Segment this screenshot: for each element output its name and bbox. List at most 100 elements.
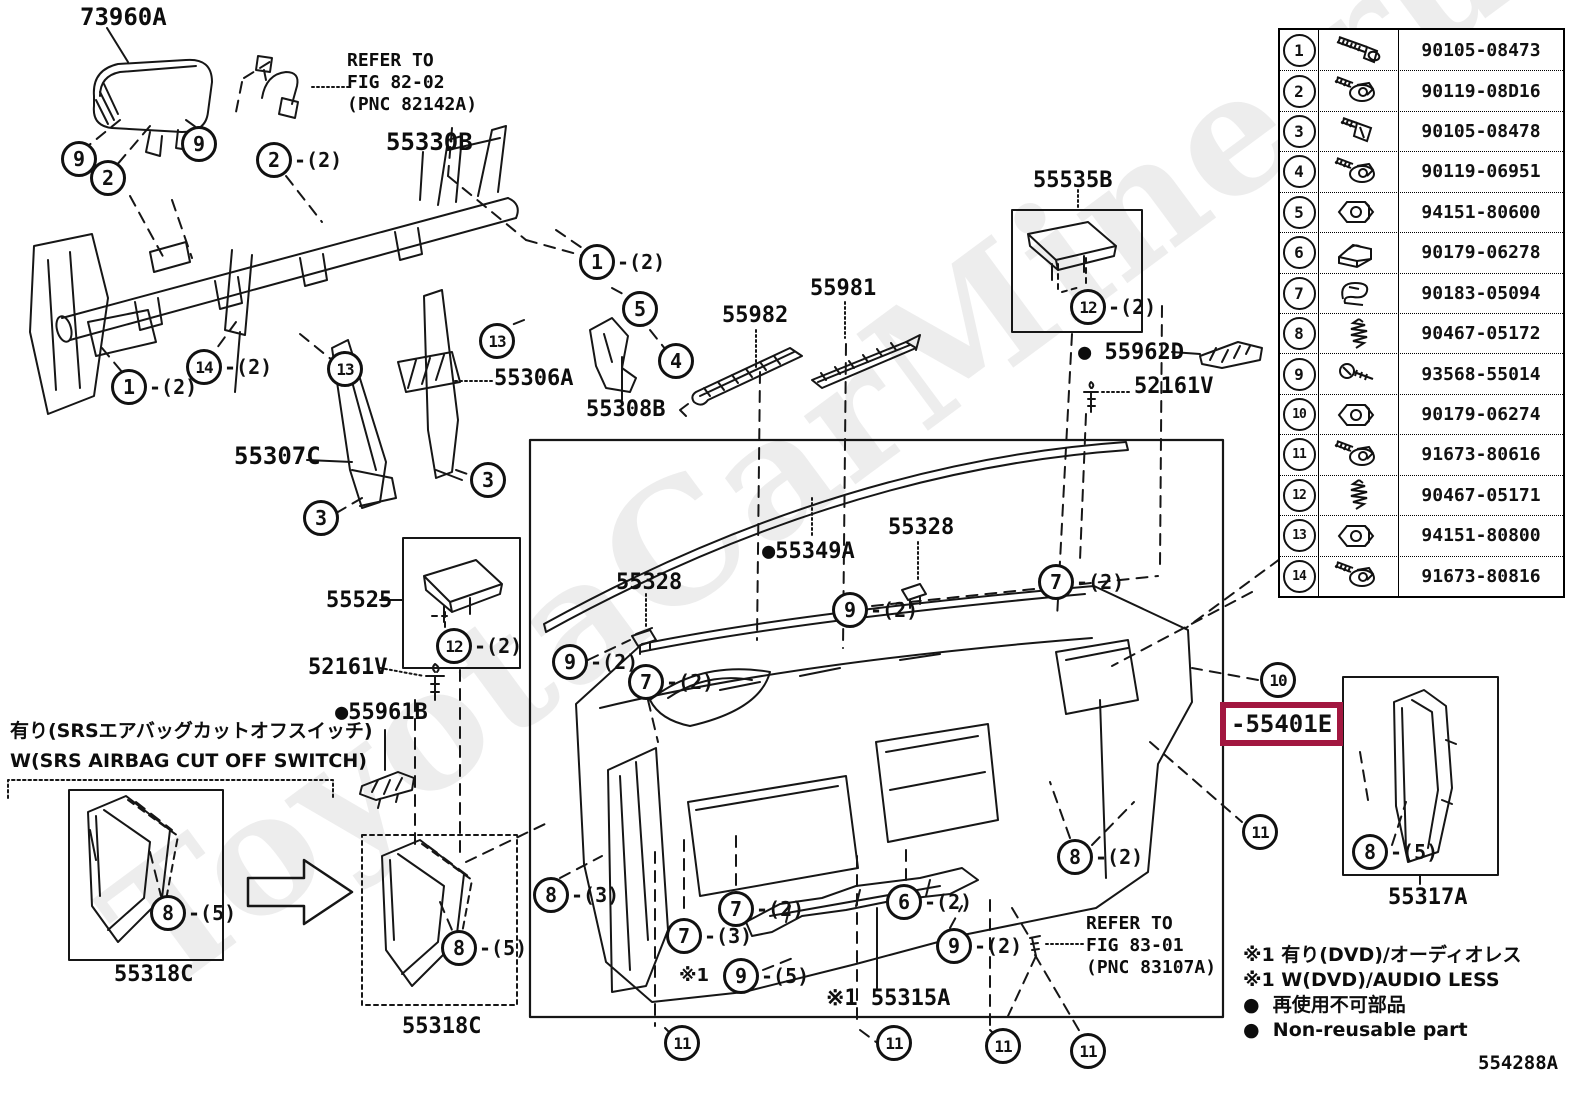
fastener-part-number[interactable]: 93568-55014 <box>1421 363 1541 385</box>
fastener-part-number[interactable]: 90179-06274 <box>1421 404 1541 426</box>
note-legend: ※1 有り(DVD)/オーディオレス※1 W(DVD)/AUDIO LESS● … <box>1243 943 1522 1043</box>
highlighted-part-55401E[interactable]: -55401E <box>1220 702 1344 747</box>
label-55328-left: 55328 <box>616 570 682 595</box>
assembly-dashed-lines <box>87 57 1407 1043</box>
flange-bolt-icon <box>1319 71 1399 111</box>
ref-fig-82-02-line: REFER TO <box>347 50 434 71</box>
callout-7: 7 <box>1038 564 1074 600</box>
callout-12: 12 <box>436 628 472 664</box>
callout-quantity: -(2) <box>1095 845 1144 869</box>
callout-quantity: -(2) <box>474 634 523 658</box>
callout-quantity: -(2) <box>756 897 805 921</box>
label-55535B: 55535B <box>1033 168 1112 193</box>
label-55962D: ● 55962D <box>1078 340 1184 365</box>
callout-2: 2 <box>90 160 126 196</box>
callout-14: 14 <box>186 349 222 385</box>
callout-9: 9 <box>552 644 588 680</box>
label-55307C-line: 55307C <box>234 442 321 470</box>
fastener-index-badge: 12 <box>1282 478 1316 512</box>
callout-7: 7 <box>666 918 702 954</box>
airbag-73960A-drawing <box>92 27 213 157</box>
callout-6: 6 <box>886 884 922 920</box>
ref-fig-82-02-line: FIG 82-02 <box>347 72 445 93</box>
cover-55535B-drawing <box>1027 189 1117 293</box>
tree-clip-icon <box>1319 313 1399 354</box>
box-55535B <box>1011 209 1143 333</box>
fastener-part-number[interactable]: 94151-80800 <box>1421 525 1541 547</box>
fastener-part-number[interactable]: 90105-08478 <box>1421 121 1541 143</box>
callout-quantity: -(3) <box>704 924 753 948</box>
srs-note-bracket <box>7 779 334 799</box>
fastener-index-badge: 10 <box>1282 398 1316 432</box>
box-55317A <box>1342 676 1499 876</box>
note-legend-line: ※1 有り(DVD)/オーディオレス <box>1243 944 1522 966</box>
callout-11: 11 <box>876 1025 912 1061</box>
callout-3: 3 <box>303 500 339 536</box>
label-55349A: ●55349A <box>762 539 855 564</box>
callout-8: 8 <box>1057 839 1093 875</box>
box-55318C-1 <box>68 789 224 961</box>
box-55525 <box>402 537 521 669</box>
fastener-part-number[interactable]: 91673-80816 <box>1421 565 1541 587</box>
callout-quantity: -(5) <box>479 936 528 960</box>
ref-fig-82-02-line: (PNC 82142A) <box>347 94 478 115</box>
flange-bolt-icon <box>1319 556 1399 596</box>
short-bolt-icon <box>1319 111 1399 152</box>
label-73960A: 73960A <box>80 3 167 31</box>
cowl-moulding-drawing <box>543 441 1129 633</box>
callout-11: 11 <box>1070 1033 1106 1069</box>
fastener-part-number[interactable]: 91673-80616 <box>1421 444 1541 466</box>
fastener-index-badge: 13 <box>1282 519 1316 553</box>
callout-8: 8 <box>150 895 186 931</box>
label-55961B: ●55961B <box>335 700 428 725</box>
fastener-part-number[interactable]: 90179-06278 <box>1421 242 1541 264</box>
callout-variant-mark: ※1 <box>679 965 710 986</box>
fastener-part-number[interactable]: 94151-80600 <box>1421 201 1541 223</box>
fastener-part-number[interactable]: 90119-06951 <box>1421 161 1541 183</box>
clip-55962D-drawing <box>1171 341 1263 369</box>
callout-8: 8 <box>441 930 477 966</box>
callout-quantity: -(3) <box>571 883 620 907</box>
label-55328-right-line: 55328 <box>888 515 955 540</box>
callout-3: 3 <box>470 462 506 498</box>
callout-8: 8 <box>1352 834 1388 870</box>
label-55308B: 55308B <box>586 397 665 422</box>
fastener-index-badge: 11 <box>1282 438 1316 472</box>
callout-quantity: -(2) <box>666 670 715 694</box>
label-55308B-line: 55308B <box>586 397 666 422</box>
fastener-part-number[interactable]: 90183-05094 <box>1421 282 1541 304</box>
panel-55317A-drawing <box>1393 689 1457 885</box>
callout-7: 7 <box>718 891 754 927</box>
fastener-index-badge: 4 <box>1282 155 1316 189</box>
label-55315A-line: ※1 55315A <box>826 986 951 1011</box>
callout-8: 8 <box>533 877 569 913</box>
box-55318C-2 <box>361 834 518 1006</box>
fastener-part-number[interactable]: 90467-05171 <box>1421 484 1541 506</box>
callout-11: 11 <box>985 1028 1021 1064</box>
bracket-55308B-drawing <box>589 317 637 401</box>
label-55328-left-line: 55328 <box>616 570 683 595</box>
callout-1: 1 <box>579 244 615 280</box>
fastener-part-number[interactable]: 90119-08D16 <box>1421 80 1541 102</box>
fastener-part-number[interactable]: 90467-05172 <box>1421 323 1541 345</box>
label-55962D-line: ● 55962D <box>1078 340 1184 365</box>
long-bolt-icon <box>1319 30 1399 71</box>
ref-fig-83-01-line: REFER TO <box>1086 913 1173 934</box>
pin-52161V-left-drawing <box>379 663 445 701</box>
clip-55961B-drawing <box>359 729 415 809</box>
label-55349A-line: ●55349A <box>762 539 855 564</box>
callout-11: 11 <box>664 1025 700 1061</box>
diagram-code: 554288A <box>1478 1052 1558 1074</box>
label-52161V-right: 52161V <box>1134 374 1213 399</box>
fastener-row: 12 90467-05171 <box>1280 474 1563 516</box>
connector-82142A-drawing <box>255 55 351 119</box>
callout-quantity: -(2) <box>870 598 919 622</box>
label-55982: 55982 <box>722 303 788 328</box>
screw-icon <box>1319 354 1399 394</box>
fastener-part-number[interactable]: 90105-08473 <box>1421 39 1541 61</box>
